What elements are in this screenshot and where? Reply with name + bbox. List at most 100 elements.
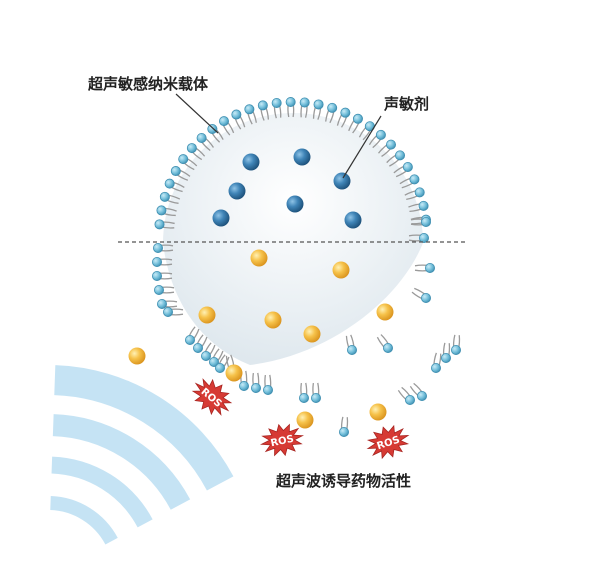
- lipid: [214, 354, 230, 373]
- lipid-head: [162, 306, 173, 317]
- lipid: [430, 352, 442, 373]
- lipid: [378, 139, 397, 157]
- lipid-head: [404, 394, 415, 405]
- lipid-head: [346, 344, 357, 355]
- lipid-head: [170, 166, 181, 177]
- drug-ball: [250, 249, 268, 267]
- ros-burst-shape: [191, 378, 233, 416]
- ros-burst-icon: ROS: [191, 378, 233, 416]
- lipid-head: [298, 392, 309, 403]
- sensitizer-ball: [344, 211, 362, 229]
- lipid: [404, 187, 425, 200]
- lipid: [196, 132, 214, 151]
- ros-burst-shape: [366, 424, 410, 460]
- lipid-head: [178, 154, 189, 165]
- ultrasound-wave-icon: [52, 414, 191, 510]
- lipid: [414, 262, 435, 273]
- lipid-head: [200, 350, 211, 361]
- lipid: [440, 342, 451, 363]
- lipid: [312, 99, 324, 120]
- lipid: [156, 205, 177, 217]
- lipid: [192, 334, 208, 353]
- lipid-head: [420, 216, 431, 227]
- lipid-head: [409, 174, 420, 185]
- lipid: [271, 97, 282, 119]
- lipid-head: [382, 342, 393, 353]
- lipid-head: [214, 362, 225, 373]
- carrier-leader-line: [175, 93, 219, 134]
- lipid-head: [218, 116, 229, 127]
- sensitizer-ball: [242, 153, 260, 171]
- sensitizer-ball: [228, 182, 246, 200]
- sensitizer-ball: [212, 209, 230, 227]
- ultrasound-wave-icon: [54, 365, 234, 491]
- drug-ball: [225, 364, 243, 382]
- drug-ball: [296, 411, 314, 429]
- ros-label: ROS: [270, 434, 295, 450]
- lipid-head: [152, 242, 163, 253]
- lipid: [154, 219, 175, 230]
- lipid-head: [151, 270, 162, 281]
- lipid-head: [250, 382, 261, 393]
- lipid-head: [231, 109, 242, 120]
- lipid: [218, 116, 235, 136]
- lipid-head: [208, 356, 219, 367]
- lipid: [410, 216, 431, 227]
- drug-ball: [128, 347, 146, 365]
- lipid: [386, 150, 406, 167]
- ros-burst-icon: ROS: [259, 423, 305, 457]
- lipid: [186, 143, 206, 161]
- lipid-head: [352, 113, 363, 124]
- lipid: [348, 113, 363, 134]
- lipid: [408, 200, 429, 213]
- lipid: [299, 97, 310, 118]
- lipid: [298, 382, 309, 403]
- lipid: [200, 342, 216, 361]
- lipid: [310, 382, 321, 403]
- lipid-head: [238, 380, 249, 391]
- lipid-head: [340, 107, 351, 118]
- lipid-head: [299, 97, 310, 108]
- lipid-head: [271, 97, 282, 108]
- lipid: [358, 121, 375, 141]
- lipid: [156, 298, 178, 309]
- lipid: [178, 154, 198, 171]
- drug-ball: [332, 261, 350, 279]
- lipid: [411, 287, 431, 303]
- lipid-fragments: [225, 262, 461, 437]
- lipid: [393, 161, 413, 178]
- drug-ball: [369, 403, 387, 421]
- lipid: [238, 370, 249, 391]
- lipid-head: [184, 334, 195, 345]
- lipid-head: [151, 256, 162, 267]
- lipid: [376, 334, 393, 353]
- lipid: [408, 232, 429, 243]
- lipid-head: [375, 129, 386, 140]
- sensitizer-ball: [333, 172, 351, 190]
- lipid-head: [416, 390, 427, 401]
- lipid-head: [164, 178, 175, 189]
- sensitizer-ball: [293, 148, 311, 166]
- lipid-head: [192, 342, 203, 353]
- carrier-label: 超声敏感纳米载体: [88, 75, 209, 93]
- lipid: [151, 256, 173, 267]
- lipid-head: [418, 200, 429, 211]
- lipid-head: [244, 104, 255, 115]
- lipid: [262, 374, 273, 395]
- lipid: [162, 306, 184, 317]
- sensitizer-group: [212, 148, 362, 229]
- lipid: [153, 284, 175, 295]
- lipid: [250, 372, 261, 393]
- ultrasound-waves: [50, 365, 234, 545]
- lipid-head: [386, 139, 397, 150]
- lipid: [207, 123, 224, 143]
- lipid-head: [395, 150, 406, 161]
- lipid-head: [207, 123, 218, 134]
- lipid-head: [156, 205, 167, 216]
- lipid-head: [402, 161, 413, 172]
- lipid: [231, 109, 246, 130]
- lipid-head: [285, 97, 296, 108]
- lipid: [164, 178, 185, 193]
